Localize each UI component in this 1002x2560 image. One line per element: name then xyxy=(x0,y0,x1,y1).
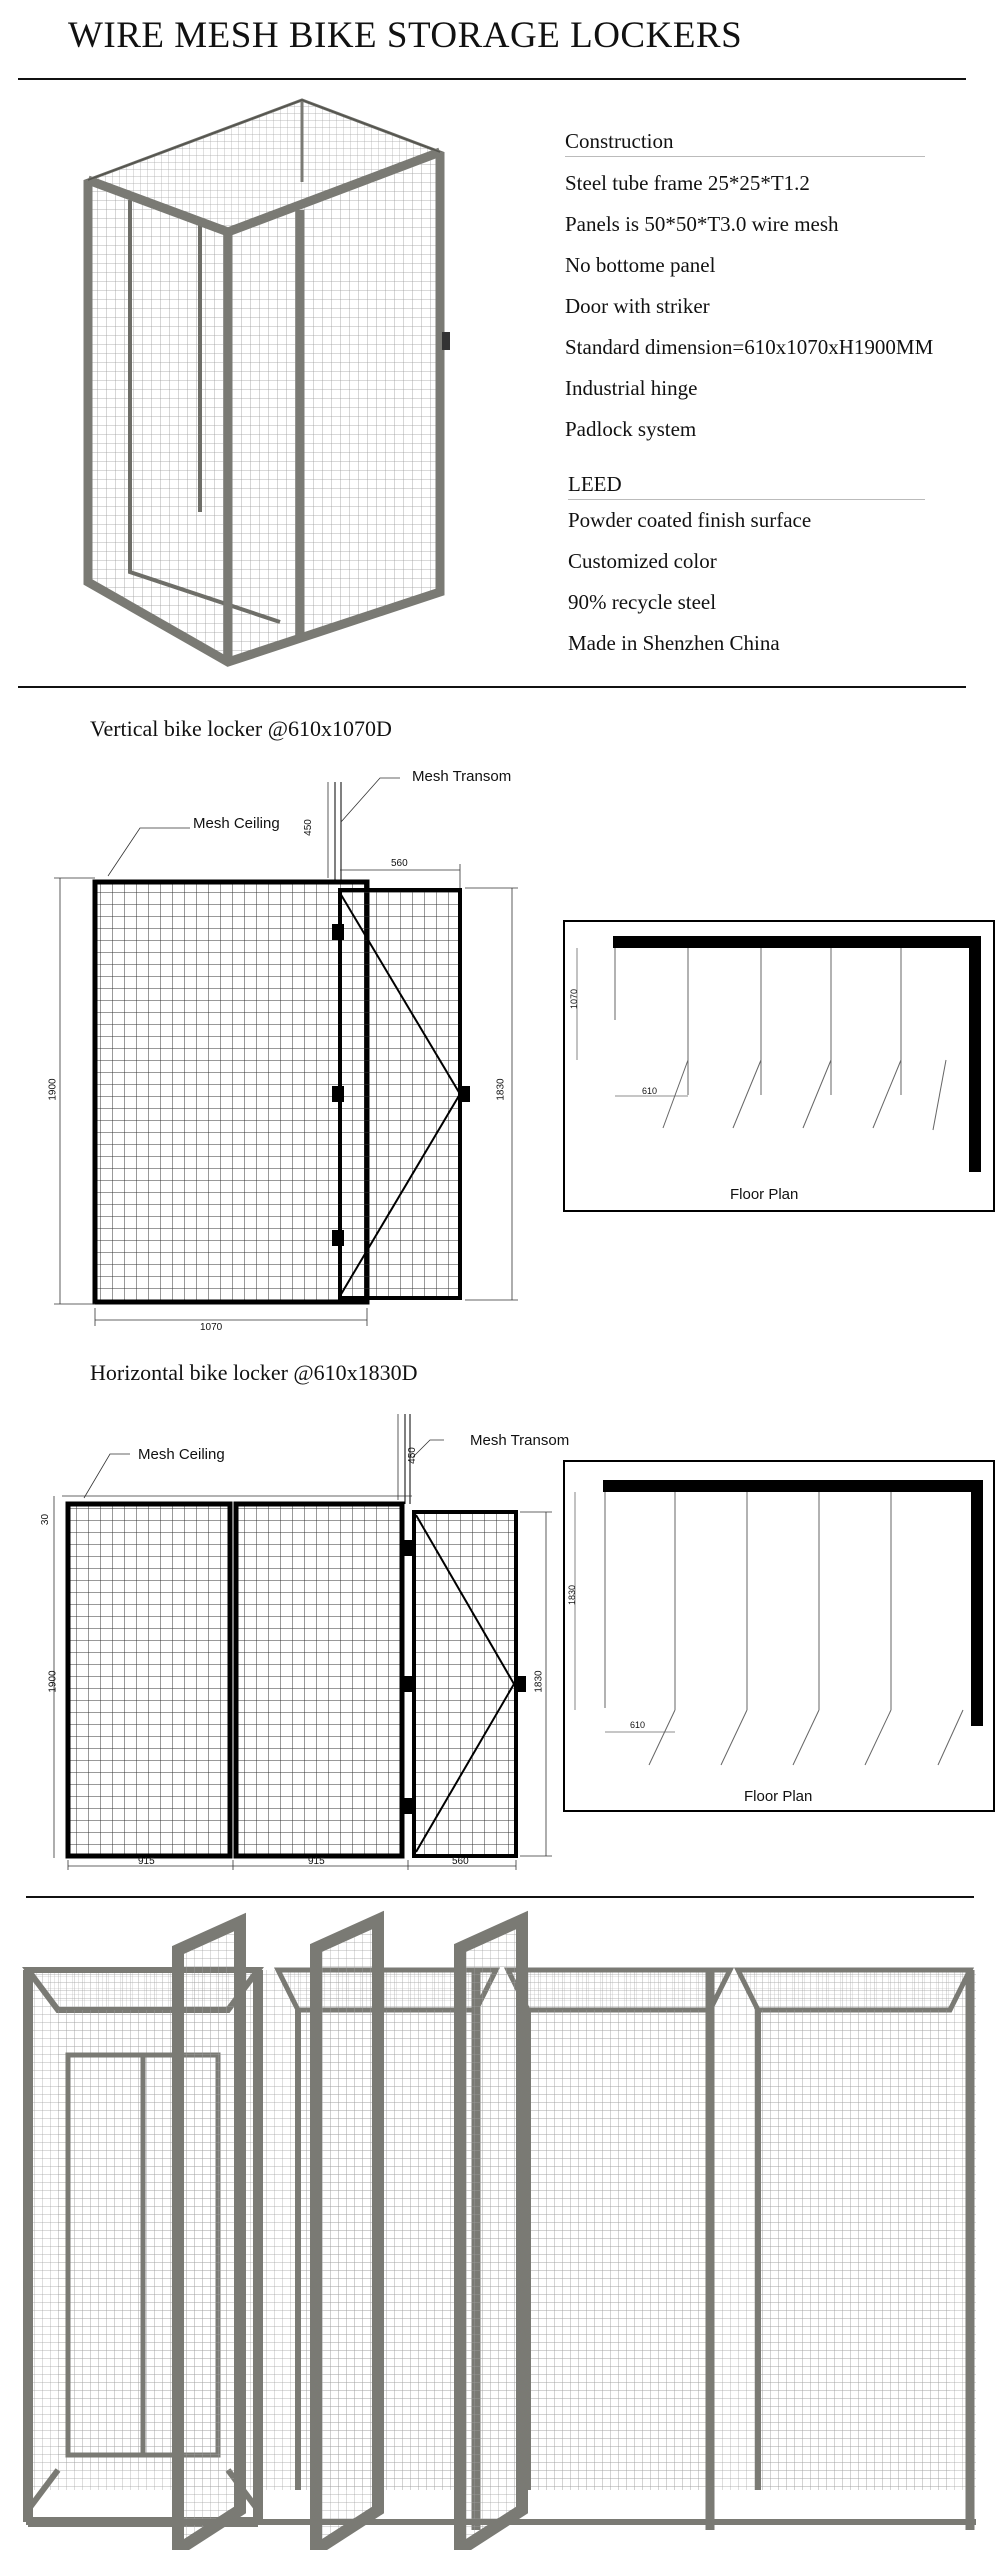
spec-item: Powder coated finish surface xyxy=(568,508,812,532)
divider-mid xyxy=(18,686,966,688)
vertical-floor-plan-label: Floor Plan xyxy=(730,1186,799,1203)
spec-item: 90% recycle steel xyxy=(568,590,717,614)
spec-item: Made in Shenzhen China xyxy=(568,631,780,655)
locker-row-3d-render xyxy=(22,1910,976,2550)
page-title: WIRE MESH BIKE STORAGE LOCKERS xyxy=(68,15,743,56)
construction-heading: Construction xyxy=(565,129,674,153)
spec-item: Door with striker xyxy=(565,294,710,318)
spec-item: Customized color xyxy=(568,549,717,573)
vertical-dim-560: 560 xyxy=(391,858,408,869)
vertical-dim-1900: 1900 xyxy=(47,1078,59,1101)
leed-underline xyxy=(568,499,925,500)
vertical-mesh-ceiling-label: Mesh Ceiling xyxy=(193,815,280,832)
locker-3d-render xyxy=(83,98,450,667)
spec-item: Panels is 50*50*T3.0 wire mesh xyxy=(565,212,839,236)
horizontal-dim-1830: 1830 xyxy=(533,1670,545,1693)
spec-item: Standard dimension=610x1070xH1900MM xyxy=(565,335,934,359)
horizontal-dim-915b: 915 xyxy=(308,1856,325,1867)
horizontal-fp-width: 610 xyxy=(630,1720,646,1730)
spec-item: No bottome panel xyxy=(565,253,716,277)
vertical-fp-width: 610 xyxy=(642,1086,658,1096)
vertical-locker-elevation xyxy=(54,777,518,1326)
divider-top xyxy=(18,78,966,80)
horizontal-fp-depth: 1830 xyxy=(567,1584,578,1606)
spec-item: Steel tube frame 25*25*T1.2 xyxy=(565,171,810,195)
vertical-dim-1070: 1070 xyxy=(200,1322,223,1333)
vertical-locker-title: Vertical bike locker @610x1070D xyxy=(90,716,392,741)
horizontal-floor-plan-label: Floor Plan xyxy=(744,1788,813,1805)
horizontal-dim-30: 30 xyxy=(40,1513,52,1526)
horizontal-locker-elevation xyxy=(53,1414,552,1870)
construction-underline xyxy=(565,156,925,157)
spec-item: Industrial hinge xyxy=(565,376,698,400)
horizontal-dim-560: 560 xyxy=(452,1856,469,1867)
construction-list: Steel tube frame 25*25*T1.2 Panels is 50… xyxy=(565,163,933,450)
vertical-fp-depth: 1070 xyxy=(569,988,580,1010)
vertical-dim-1830: 1830 xyxy=(495,1078,507,1101)
horizontal-mesh-ceiling-label: Mesh Ceiling xyxy=(138,1446,225,1463)
vertical-floor-plan xyxy=(563,920,995,1212)
horizontal-dim-915a: 915 xyxy=(138,1856,155,1867)
horizontal-mesh-transom-label: Mesh Transom xyxy=(470,1432,570,1449)
horizontal-dim-1900: 1900 xyxy=(47,1670,59,1693)
vertical-mesh-transom-label: Mesh Transom xyxy=(412,768,512,785)
horizontal-floor-plan xyxy=(563,1460,995,1812)
divider-bottom xyxy=(26,1896,974,1898)
leed-list: Powder coated finish surface Customized … xyxy=(568,500,811,664)
spec-item: Padlock system xyxy=(565,417,697,441)
horizontal-locker-title: Horizontal bike locker @610x1830D xyxy=(90,1360,418,1385)
horizontal-dim-450: 450 xyxy=(406,1447,418,1464)
leed-heading: LEED xyxy=(568,472,622,496)
vertical-dim-450: 450 xyxy=(302,819,314,836)
